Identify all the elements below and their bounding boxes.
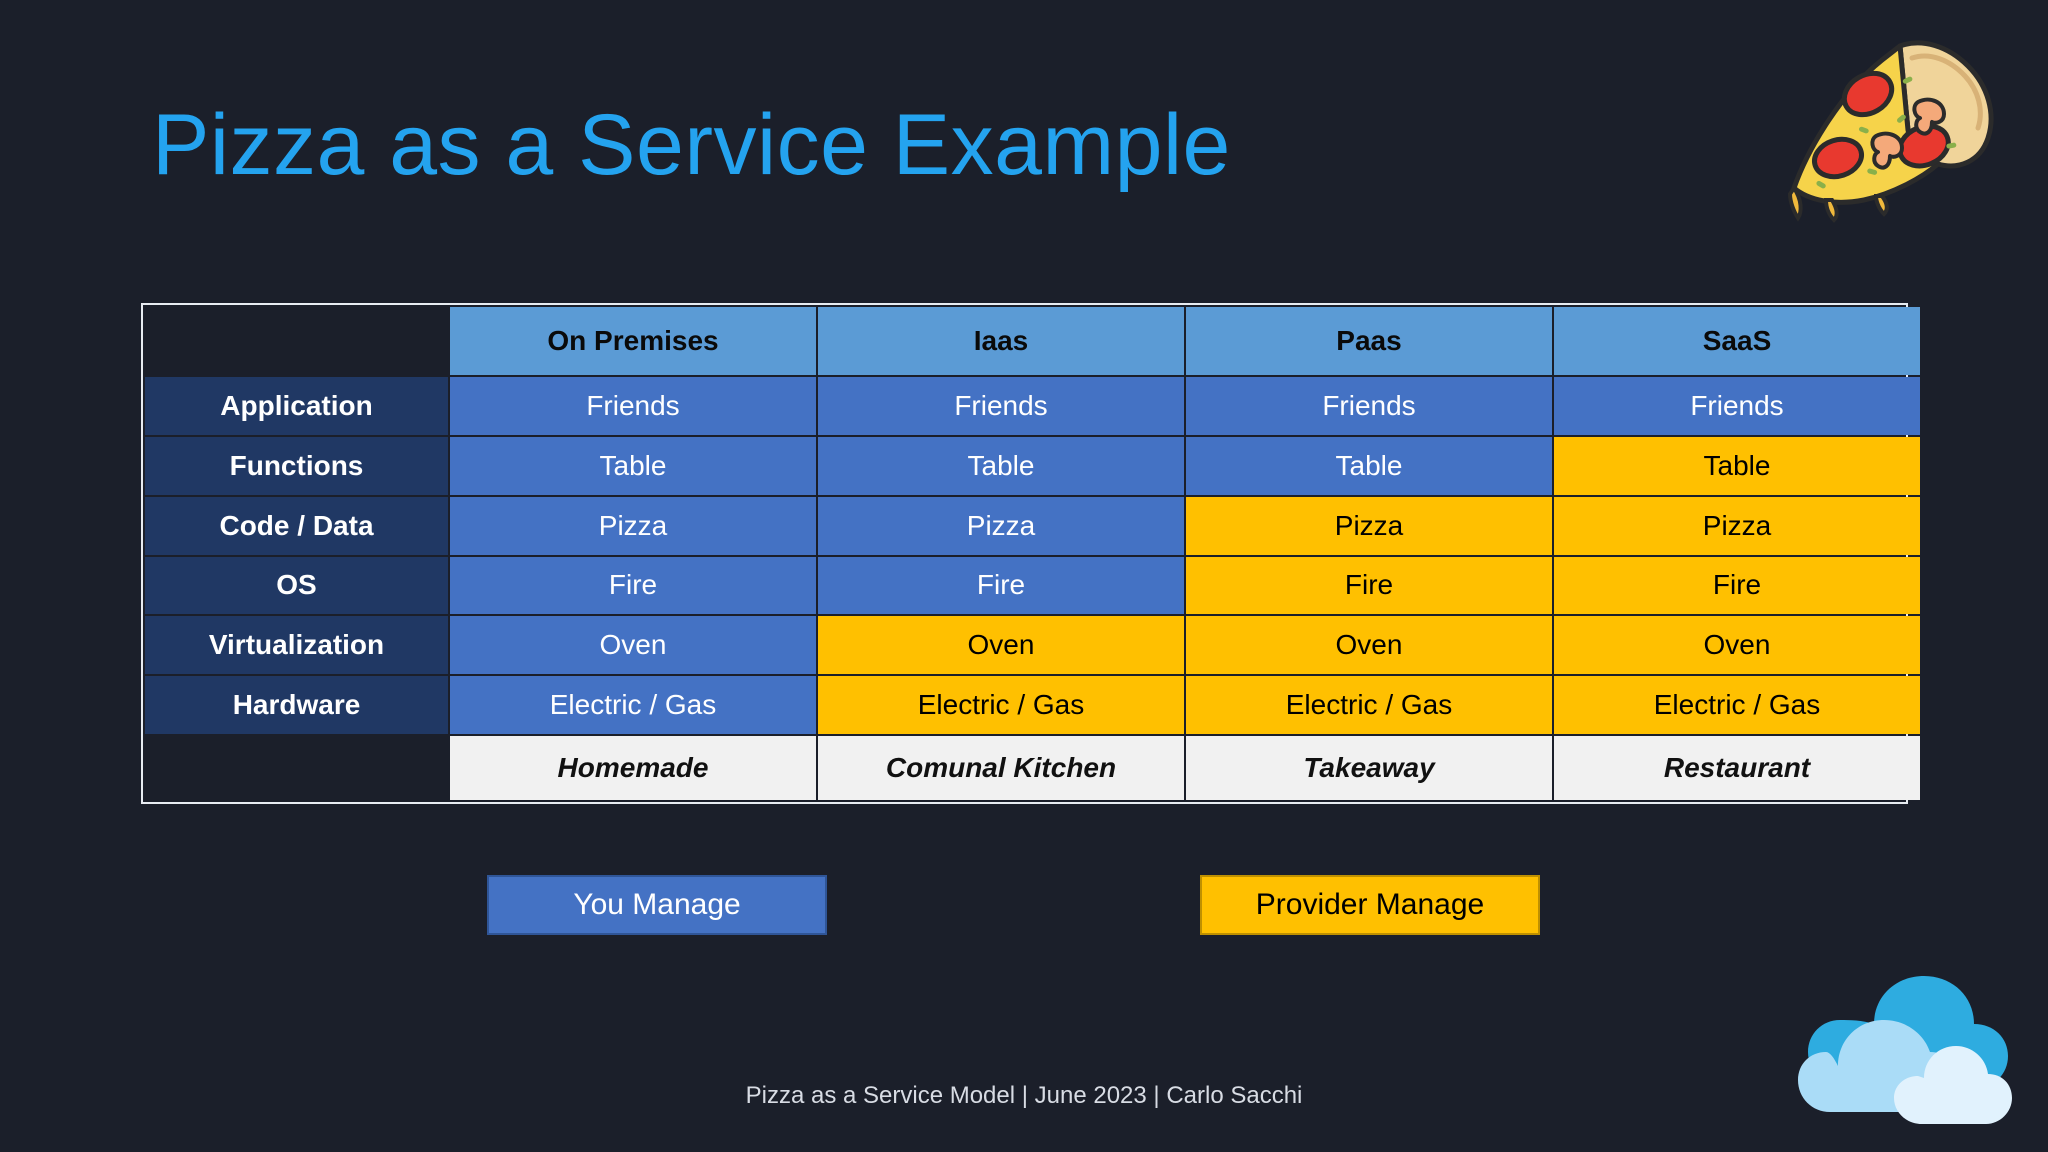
cell-code-data-saas: Pizza bbox=[1554, 496, 1920, 555]
cell-virtualization-on-premises: Oven bbox=[450, 616, 816, 675]
table-row: Hardware Electric / Gas Electric / Gas E… bbox=[145, 676, 1920, 734]
cell-application-iaas: Friends bbox=[818, 377, 1184, 435]
analogy-paas: Takeaway bbox=[1186, 735, 1552, 800]
table-corner-cell bbox=[145, 307, 448, 376]
cell-application-on-premises: Friends bbox=[450, 377, 816, 435]
cell-virtualization-iaas: Oven bbox=[818, 616, 1184, 675]
cell-hardware-paas: Electric / Gas bbox=[1186, 676, 1552, 734]
table-row: Application Friends Friends Friends Frie… bbox=[145, 377, 1920, 435]
table-row: Functions Table Table Table Table bbox=[145, 436, 1920, 495]
analogy-corner-cell bbox=[145, 735, 448, 800]
analogy-on-premises: Homemade bbox=[450, 735, 816, 800]
column-header-on-premises: On Premises bbox=[450, 307, 816, 376]
cell-virtualization-paas: Oven bbox=[1186, 616, 1552, 675]
cell-os-paas: Fire bbox=[1186, 556, 1552, 615]
cell-functions-iaas: Table bbox=[818, 436, 1184, 495]
table-header-row: On Premises Iaas Paas SaaS bbox=[145, 307, 1920, 376]
cell-functions-saas: Table bbox=[1554, 436, 1920, 495]
table-analogy-row: Homemade Comunal Kitchen Takeaway Restau… bbox=[145, 735, 1920, 800]
cloud-stack-icon bbox=[1778, 962, 2036, 1144]
cell-functions-paas: Table bbox=[1186, 436, 1552, 495]
analogy-saas: Restaurant bbox=[1554, 735, 1920, 800]
cell-code-data-paas: Pizza bbox=[1186, 496, 1552, 555]
cell-os-on-premises: Fire bbox=[450, 556, 816, 615]
cell-os-saas: Fire bbox=[1554, 556, 1920, 615]
row-label-application: Application bbox=[145, 377, 448, 435]
service-model-matrix: On Premises Iaas Paas SaaS Application F… bbox=[143, 305, 1922, 802]
cell-hardware-iaas: Electric / Gas bbox=[818, 676, 1184, 734]
row-label-code-data: Code / Data bbox=[145, 496, 448, 555]
cell-code-data-on-premises: Pizza bbox=[450, 496, 816, 555]
row-label-os: OS bbox=[145, 556, 448, 615]
row-label-virtualization: Virtualization bbox=[145, 616, 448, 675]
row-label-functions: Functions bbox=[145, 436, 448, 495]
cell-code-data-iaas: Pizza bbox=[818, 496, 1184, 555]
analogy-iaas: Comunal Kitchen bbox=[818, 735, 1184, 800]
pizza-slice-icon bbox=[1772, 18, 2022, 223]
column-header-paas: Paas bbox=[1186, 307, 1552, 376]
cell-os-iaas: Fire bbox=[818, 556, 1184, 615]
legend-you-manage: You Manage bbox=[487, 875, 827, 935]
cell-application-paas: Friends bbox=[1186, 377, 1552, 435]
column-header-saas: SaaS bbox=[1554, 307, 1920, 376]
pizza-as-a-service-table: On Premises Iaas Paas SaaS Application F… bbox=[141, 303, 1920, 804]
slide-footer: Pizza as a Service Model | June 2023 | C… bbox=[745, 1082, 1303, 1109]
page-title: Pizza as a Service Example bbox=[152, 97, 1231, 193]
table-row: OS Fire Fire Fire Fire bbox=[145, 556, 1920, 615]
cell-virtualization-saas: Oven bbox=[1554, 616, 1920, 675]
column-header-iaas: Iaas bbox=[818, 307, 1184, 376]
cell-hardware-on-premises: Electric / Gas bbox=[450, 676, 816, 734]
table-row: Virtualization Oven Oven Oven Oven bbox=[145, 616, 1920, 675]
legend-provider-manage: Provider Manage bbox=[1200, 875, 1540, 935]
table-row: Code / Data Pizza Pizza Pizza Pizza bbox=[145, 496, 1920, 555]
row-label-hardware: Hardware bbox=[145, 676, 448, 734]
cell-application-saas: Friends bbox=[1554, 377, 1920, 435]
cell-hardware-saas: Electric / Gas bbox=[1554, 676, 1920, 734]
cell-functions-on-premises: Table bbox=[450, 436, 816, 495]
